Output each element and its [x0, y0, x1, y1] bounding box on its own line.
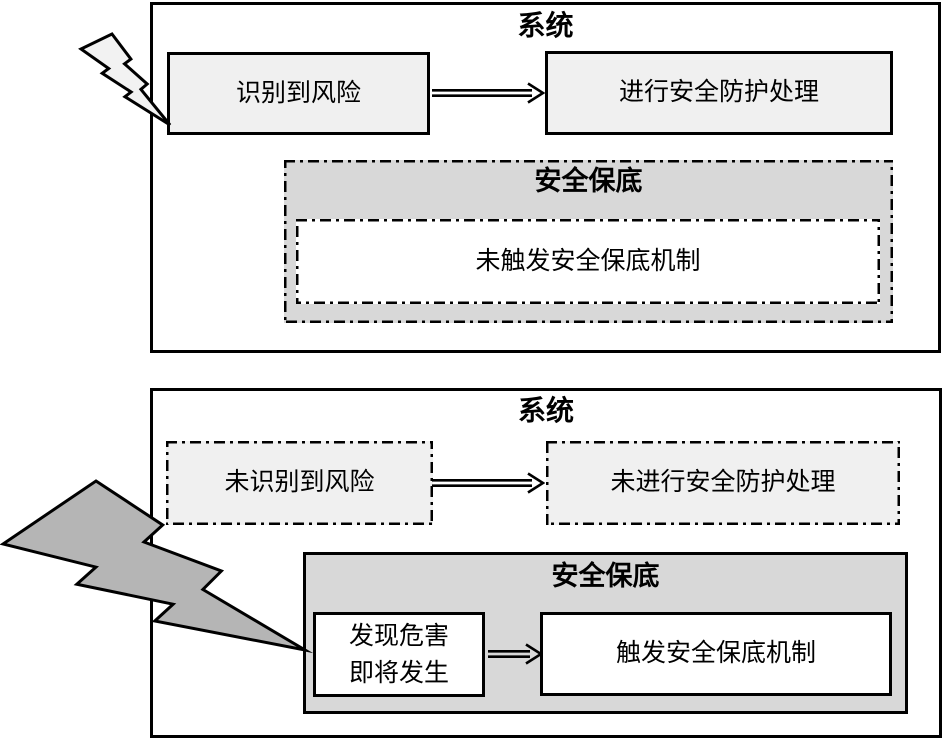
- safety-fallback-container-bottom: 安全保底 发现危害 即将发生 触发安全保底机制: [303, 552, 908, 714]
- fallback-triggered-box: 触发安全保底机制: [540, 612, 892, 696]
- fallback-triggered-label: 触发安全保底机制: [615, 640, 816, 667]
- risk-identified-label: 识别到风险: [235, 79, 361, 107]
- no-protection-label: 未进行安全防护处理: [610, 469, 836, 496]
- safety-fallback-title-top: 安全保底: [534, 166, 643, 196]
- protection-label: 进行安全防护处理: [618, 79, 819, 106]
- hazard-detected-line2: 即将发生: [348, 659, 449, 687]
- fallback-not-triggered-label: 未触发安全保底机制: [475, 247, 701, 275]
- fallback-not-triggered-box: 未触发安全保底机制: [296, 219, 880, 304]
- hazard-detected-line1: 发现危害: [348, 622, 449, 650]
- system-title-bottom: 系统: [517, 396, 574, 427]
- flow-arrow-bottom: [432, 472, 545, 494]
- flow-arrow-fallback: [488, 643, 543, 665]
- system-title-top: 系统: [517, 11, 574, 42]
- hazard-detected-box: 发现危害 即将发生: [313, 612, 485, 697]
- flow-arrow-top: [432, 82, 545, 104]
- no-protection-box: 未进行安全防护处理: [546, 441, 900, 525]
- safety-fallback-title-bottom: 安全保底: [551, 561, 660, 591]
- risk-identified-box: 识别到风险: [167, 52, 430, 135]
- risk-not-identified-box: 未识别到风险: [166, 441, 433, 525]
- protection-box: 进行安全防护处理: [545, 51, 893, 135]
- risk-not-identified-label: 未识别到风险: [224, 469, 375, 496]
